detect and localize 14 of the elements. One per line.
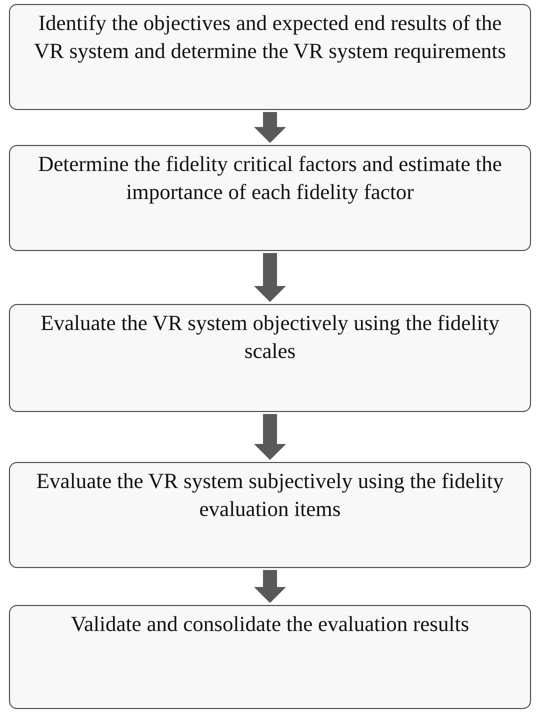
step-text: Evaluate the VR system subjectively using the fidelity evaluation items [35,468,505,523]
step-text: Evaluate the VR system objectively using the fidelity scales [40,310,500,365]
process-box [9,145,531,251]
process-box [9,4,531,110]
process-box [9,605,531,709]
arrow [254,253,286,302]
arrow [254,570,286,603]
process-box [9,304,531,412]
step-text: Validate and consolidate the evaluation results [70,611,470,638]
step-text: Determine the fidelity critical factors and estimate the importance of each fidelity factor [37,151,503,206]
arrow [254,112,286,143]
step-text: Identify the objectives and expected end results of the VR system and determine the VR system requirements [33,10,507,65]
arrow [254,414,286,460]
process-box [9,462,531,568]
